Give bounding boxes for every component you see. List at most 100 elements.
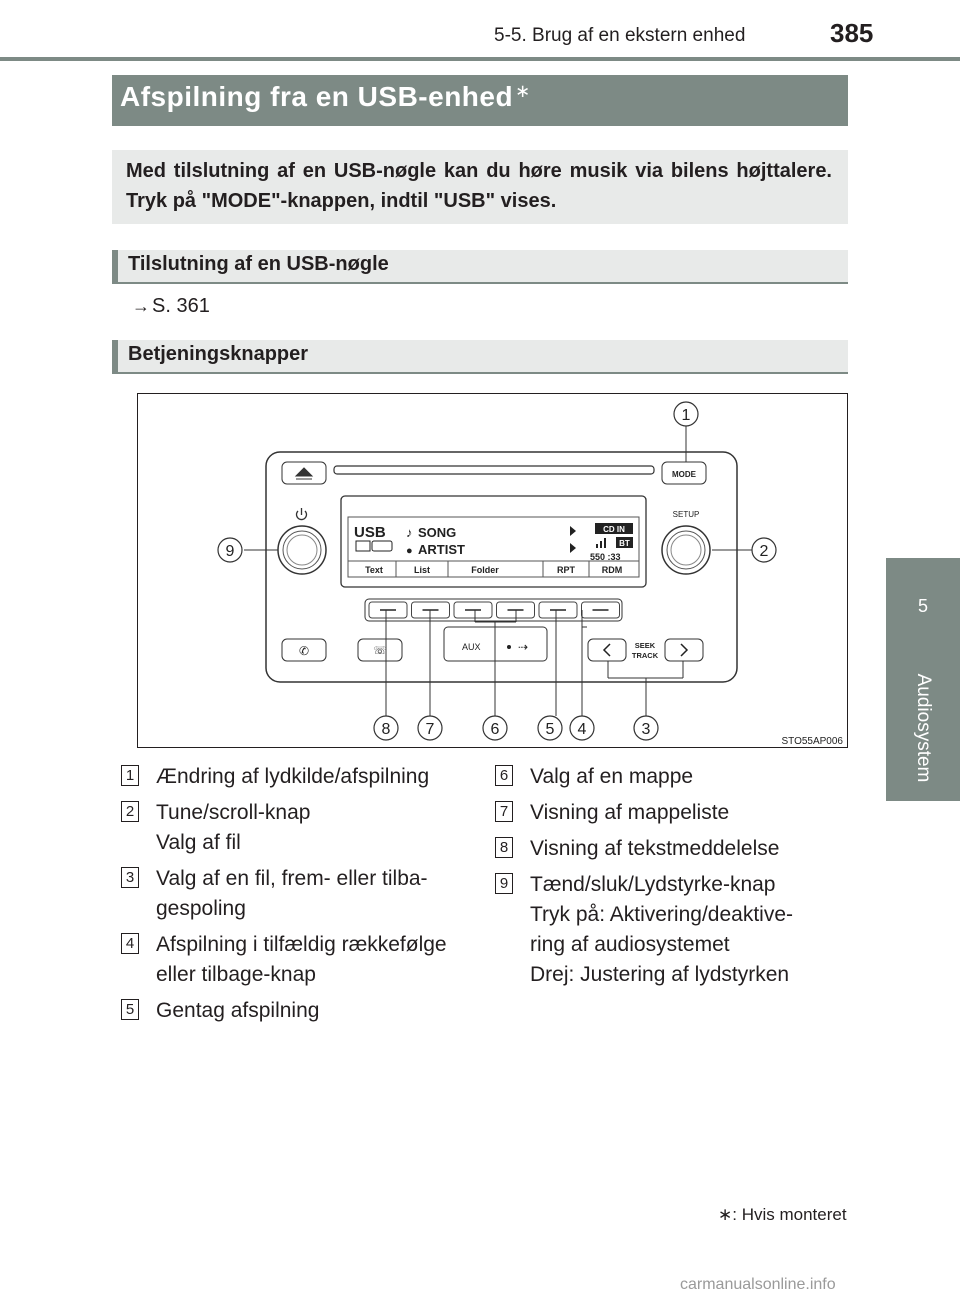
legend-text-line: Tune/scroll-knap [156, 801, 311, 824]
soft-key-label: RDM [602, 565, 623, 575]
bt-indicator [616, 537, 633, 548]
callout-circle [569, 715, 595, 741]
callout-circle [417, 715, 443, 741]
aux-port-label: AUX [462, 642, 481, 652]
page-title-bar: Afspilning fra en USB-enhed∗ [112, 75, 848, 126]
section-heading-controls: Betjeningsknapper [112, 340, 848, 374]
legend-text-line: Afspilning i tilfældig rækkefølge [156, 933, 447, 956]
signal-icon [596, 538, 606, 548]
soft-key-label: List [414, 565, 430, 575]
usb-port-icon: ⇢ [518, 640, 528, 654]
aux-jack-icon [507, 645, 511, 649]
callout-number: 4 [578, 721, 587, 738]
seek-label: SEEK [635, 641, 656, 650]
audio-unit-figure: MODE SETUP USB ♪ SONG ● ARTIST [137, 393, 848, 748]
callout-number: 1 [682, 407, 691, 424]
legend-text-line: Valg af en mappe [530, 765, 694, 788]
chevron-right-icon [680, 643, 689, 657]
legend-number-badge: 5 [121, 999, 139, 1020]
page-title-text: Afspilning fra en USB-enhed [120, 81, 514, 112]
track-label: TRACK [632, 651, 659, 660]
setup-label: SETUP [673, 510, 700, 519]
page-reference: →S. 361 [132, 295, 210, 318]
callout-number: 5 [546, 721, 555, 738]
legend-text-line: Gentag afspilning [156, 999, 320, 1022]
bt-label: BT [619, 539, 630, 548]
mode-button-label: MODE [672, 470, 697, 479]
callout-number: 9 [226, 543, 235, 560]
legend-number-badge: 1 [121, 765, 139, 786]
leader-line [581, 610, 587, 716]
cd-slot [333, 465, 655, 475]
intro-box: Med tilslutning af en USB-nøgle kan du h… [112, 150, 848, 224]
legend-text-line: Valg af fil [156, 831, 241, 854]
legend-text-line: Visning af mappeliste [530, 801, 730, 824]
phone-hangup-icon: ☏ [373, 645, 387, 657]
section-heading-connect: Tilslutning af en USB-nøgle [112, 250, 848, 284]
callout-circle [751, 537, 777, 563]
chapter-number: 5 [917, 596, 928, 616]
legend-number-badge: 4 [121, 933, 139, 954]
leader-line [607, 661, 684, 716]
legend-number-badge: 6 [495, 765, 513, 786]
legend-text-line: gespoling [156, 897, 246, 920]
mode-button [661, 461, 707, 485]
legend-text-line: Tryk på: Aktivering/deaktive- [530, 903, 793, 926]
cd-in-indicator [595, 523, 633, 534]
person-icon: ● [406, 545, 413, 557]
leader-line [474, 610, 517, 716]
page-reference-text: S. 361 [152, 295, 210, 317]
phone-pickup-button [281, 638, 327, 662]
preset-button-row [364, 598, 623, 622]
display-song: SONG [418, 525, 456, 540]
legend-number-badge: 9 [495, 873, 513, 894]
seek-back-button [587, 638, 627, 662]
phone-pickup-icon: ✆ [299, 644, 309, 658]
callout-circle [537, 715, 563, 741]
legend-text-line: Visning af tekstmeddelelse [530, 837, 780, 860]
display-artist: ARTIST [418, 542, 465, 557]
legend-text-line: Tænd/sluk/Lydstyrke-knap [530, 873, 776, 896]
figure-code: STO55AP006 [781, 736, 843, 747]
chapter-label: Audiosystem [913, 673, 934, 783]
legend-number-badge: 3 [121, 867, 139, 888]
callout-circle [673, 401, 699, 427]
play-arrow-icon [570, 526, 576, 536]
legend-text-line: ring af audiosystemet [530, 933, 730, 956]
display-time: 550 :33 [590, 552, 621, 562]
chapter-side-tab: 5 Audiosystem [886, 558, 960, 801]
music-note-icon: ♪ [406, 525, 413, 540]
volume-knob [277, 525, 327, 575]
arrow-icon: → [132, 296, 150, 316]
callout-number: 2 [760, 543, 769, 560]
chevron-left-icon [602, 643, 611, 657]
soft-key-label: RPT [557, 565, 576, 575]
usb-stick-icon [371, 540, 393, 552]
play-arrow-icon [570, 543, 576, 553]
intro-text: Med tilslutning af en USB-nøgle kan du h… [126, 160, 832, 212]
callout-number: 8 [382, 721, 391, 738]
callout-number: 7 [426, 721, 435, 738]
eject-icon [294, 467, 314, 480]
power-icon [295, 508, 308, 521]
legend-number-badge: 2 [121, 801, 139, 822]
legend-text-line: eller tilbage-knap [156, 963, 316, 986]
usb-index-icon [355, 540, 371, 552]
header-rule [0, 57, 960, 61]
legend-text-line: Ændring af lydkilde/afspilning [156, 765, 430, 788]
legend-text-line: Valg af en fil, frem- eller tilba- [156, 867, 428, 890]
legend-text-line: Drej: Justering af lydstyrken [530, 963, 790, 986]
title-asterisk: ∗ [515, 81, 531, 101]
legend-number-badge: 8 [495, 837, 513, 858]
footnote: ∗: Hvis monteret [718, 1205, 847, 1224]
callout-number: 3 [642, 721, 651, 738]
callout-circle [373, 715, 399, 741]
seek-forward-button [664, 638, 704, 662]
page-number: 385 [830, 18, 874, 48]
legend-number-badge: 7 [495, 801, 513, 822]
page-title: Afspilning fra en USB-enhed∗ [120, 81, 531, 113]
callout-number: 6 [491, 721, 500, 738]
display-source: USB [354, 524, 386, 541]
callout-circle [482, 715, 508, 741]
